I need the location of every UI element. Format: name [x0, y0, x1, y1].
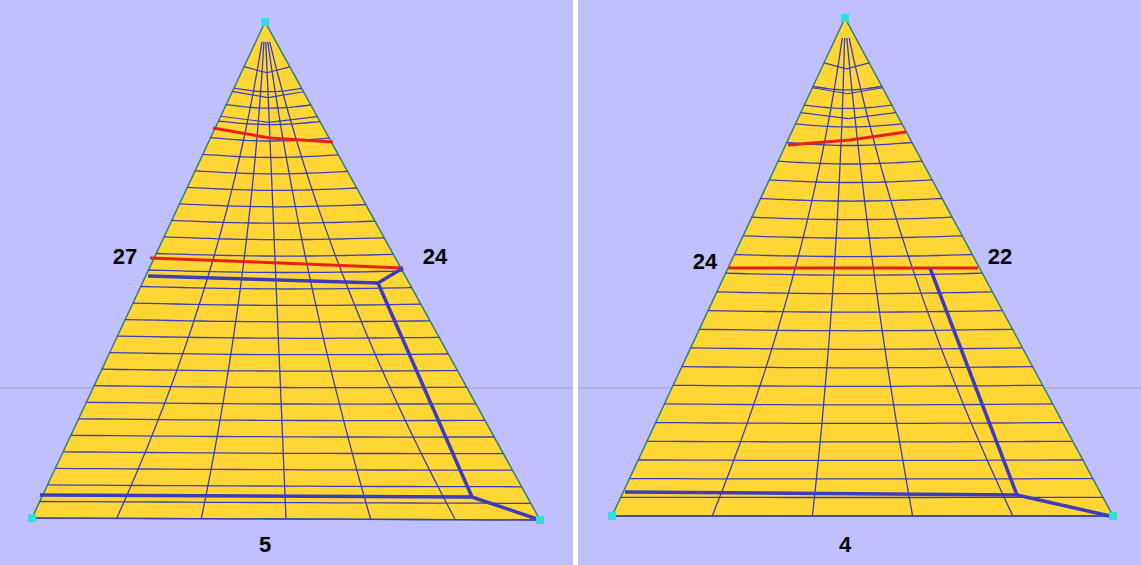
mesh-left — [28, 18, 544, 524]
mesh-line — [244, 67, 267, 73]
mesh-line — [699, 329, 1012, 331]
mesh-line — [778, 161, 922, 164]
mesh-line — [848, 113, 896, 119]
mesh-line — [221, 116, 269, 122]
red-boundary — [728, 267, 978, 270]
vertex-marker — [608, 512, 616, 520]
mesh-line — [812, 38, 844, 516]
mesh-line — [647, 441, 1073, 443]
block-boundary — [930, 268, 1017, 495]
red-boundary — [150, 258, 403, 268]
callout-number: 4 — [839, 534, 851, 556]
mesh-line — [664, 403, 1052, 405]
mesh-line — [269, 117, 317, 123]
callout-number: 24 — [693, 251, 717, 273]
mesh-line — [812, 88, 847, 94]
vertex-marker — [261, 18, 269, 26]
mesh-line — [638, 459, 1083, 461]
mesh-line — [849, 38, 1013, 516]
triangle-domain — [32, 22, 540, 520]
block-boundary — [625, 492, 1110, 516]
mesh-line — [673, 385, 1042, 386]
mesh-line — [761, 199, 943, 202]
mesh-line — [801, 113, 849, 119]
mesh-line — [691, 348, 1023, 349]
block-boundary — [40, 495, 540, 520]
mesh-line — [268, 92, 304, 98]
mesh-right — [608, 14, 1117, 520]
mesh-line — [847, 88, 882, 94]
callout-number: 22 — [988, 246, 1012, 268]
vertex-marker — [841, 14, 849, 22]
mesh-line — [769, 180, 932, 183]
mesh-line — [708, 311, 1002, 313]
mesh-line — [612, 515, 1113, 516]
mesh-line — [796, 124, 903, 127]
mesh-line — [752, 217, 952, 219]
block-boundary — [378, 283, 472, 497]
callout-number: 5 — [259, 534, 271, 556]
block-boundary — [148, 268, 403, 283]
mesh-line — [824, 63, 847, 69]
mesh-line — [734, 255, 972, 257]
mesh-line — [267, 67, 290, 73]
mesh-line — [630, 478, 1093, 480]
panel-background — [578, 0, 1141, 565]
red-boundary — [213, 128, 333, 142]
callout-number: 24 — [423, 246, 447, 268]
mesh-line — [682, 367, 1033, 368]
mesh-line — [847, 63, 870, 69]
vertex-marker — [1109, 512, 1117, 520]
panel-background — [0, 0, 573, 565]
mesh-line — [743, 236, 962, 238]
vertex-marker — [536, 516, 544, 524]
mesh-line — [717, 292, 993, 294]
mesh-line — [656, 422, 1063, 424]
mesh-line — [712, 38, 842, 516]
triangle-domain — [612, 18, 1113, 516]
vertex-marker — [28, 514, 36, 522]
mesh-line — [232, 91, 268, 97]
mesh-line — [847, 38, 913, 516]
mesh-line — [804, 105, 892, 108]
mesh-line — [726, 273, 983, 275]
red-boundary — [788, 132, 906, 145]
callout-number: 27 — [113, 246, 137, 268]
